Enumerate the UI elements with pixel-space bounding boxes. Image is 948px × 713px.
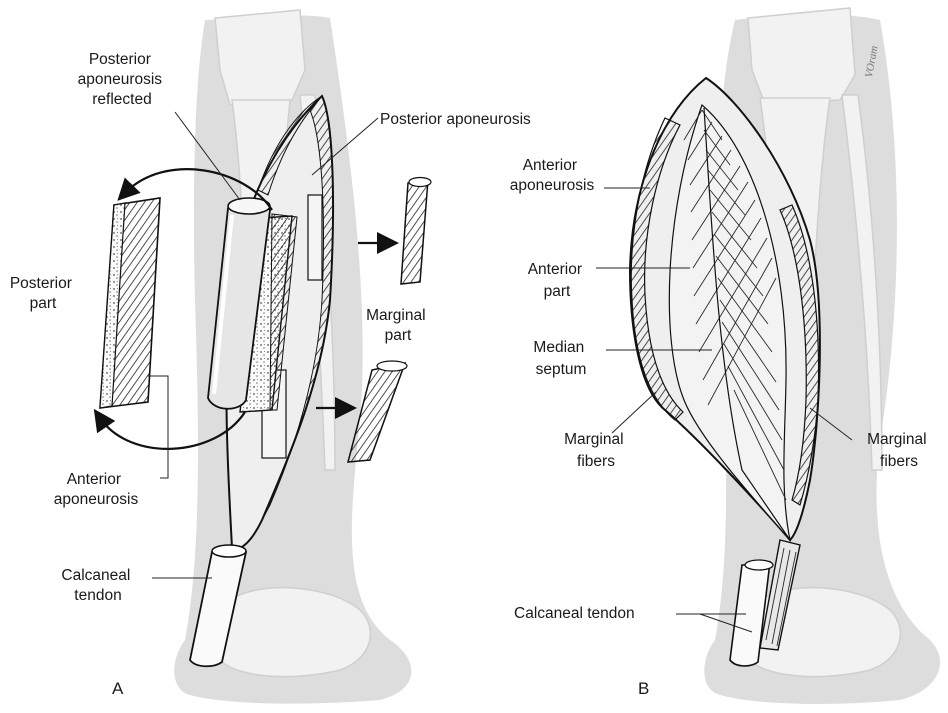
panel-a: Posterior aponeurosis reflected Posterio…	[10, 10, 531, 704]
label-posterior-part: Posterior part	[10, 275, 76, 312]
panel-letter-b: B	[638, 679, 649, 698]
label-calcaneal-tendon-b: Calcaneal tendon	[514, 605, 635, 622]
panel-letter-a: A	[112, 679, 124, 698]
panel-b: Anterior aponeurosis Anterior part Media…	[510, 8, 940, 704]
label-posterior-aponeurosis-reflected: Posterior aponeurosis reflected	[78, 51, 167, 108]
leader-ant-apo-a	[148, 376, 168, 478]
label-posterior-aponeurosis: Posterior aponeurosis	[380, 111, 531, 128]
label-marginal-part: Marginal part	[366, 307, 430, 344]
label-marginal-fibers-left-b: Marginal fibers	[564, 431, 628, 470]
label-anterior-aponeurosis-a: Anterior aponeurosis	[54, 471, 139, 508]
label-anterior-part-b: Anterior part	[528, 261, 587, 300]
leader-marginal-left-b	[612, 392, 656, 433]
label-calcaneal-tendon-a: Calcaneal tendon	[61, 567, 134, 604]
label-median-septum-b: Median septum	[533, 339, 588, 378]
label-anterior-aponeurosis-b: Anterior aponeurosis	[510, 157, 595, 194]
